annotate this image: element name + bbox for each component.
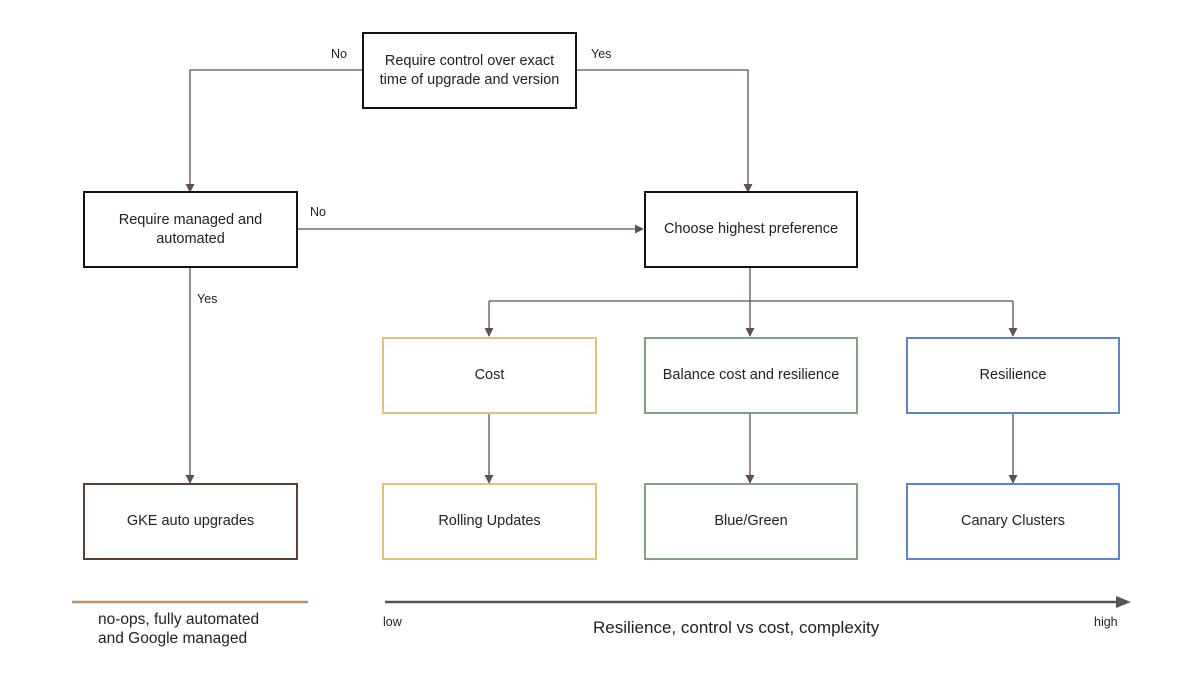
legend-managed-text: no-ops, fully automated and Google manag… bbox=[98, 611, 260, 647]
node-cost: Cost bbox=[382, 337, 597, 414]
node-require-managed: Require managed and automated bbox=[83, 191, 298, 268]
label-control-yes: Yes bbox=[591, 47, 612, 61]
label-control-no: No bbox=[331, 47, 347, 61]
node-choose-preference: Choose highest preference bbox=[644, 191, 858, 268]
node-rolling: Rolling Updates bbox=[382, 483, 597, 560]
node-canary: Canary Clusters bbox=[906, 483, 1120, 560]
label-managed-yes: Yes bbox=[197, 292, 218, 306]
node-gke-auto: GKE auto upgrades bbox=[83, 483, 298, 560]
node-balance: Balance cost and resilience bbox=[644, 337, 858, 414]
label-managed-no: No bbox=[310, 205, 326, 219]
edge-control-yes bbox=[576, 69, 753, 193]
axis-low-label: low bbox=[383, 615, 402, 629]
node-require-control: Require control over exact time of upgra… bbox=[362, 32, 577, 109]
node-resilience: Resilience bbox=[906, 337, 1120, 414]
axis-arrowhead bbox=[1116, 596, 1131, 608]
axis-title: Resilience, control vs cost, complexity bbox=[593, 618, 880, 637]
axis-high-label: high bbox=[1094, 615, 1118, 629]
node-bluegreen: Blue/Green bbox=[644, 483, 858, 560]
edge-control-no bbox=[185, 69, 363, 193]
